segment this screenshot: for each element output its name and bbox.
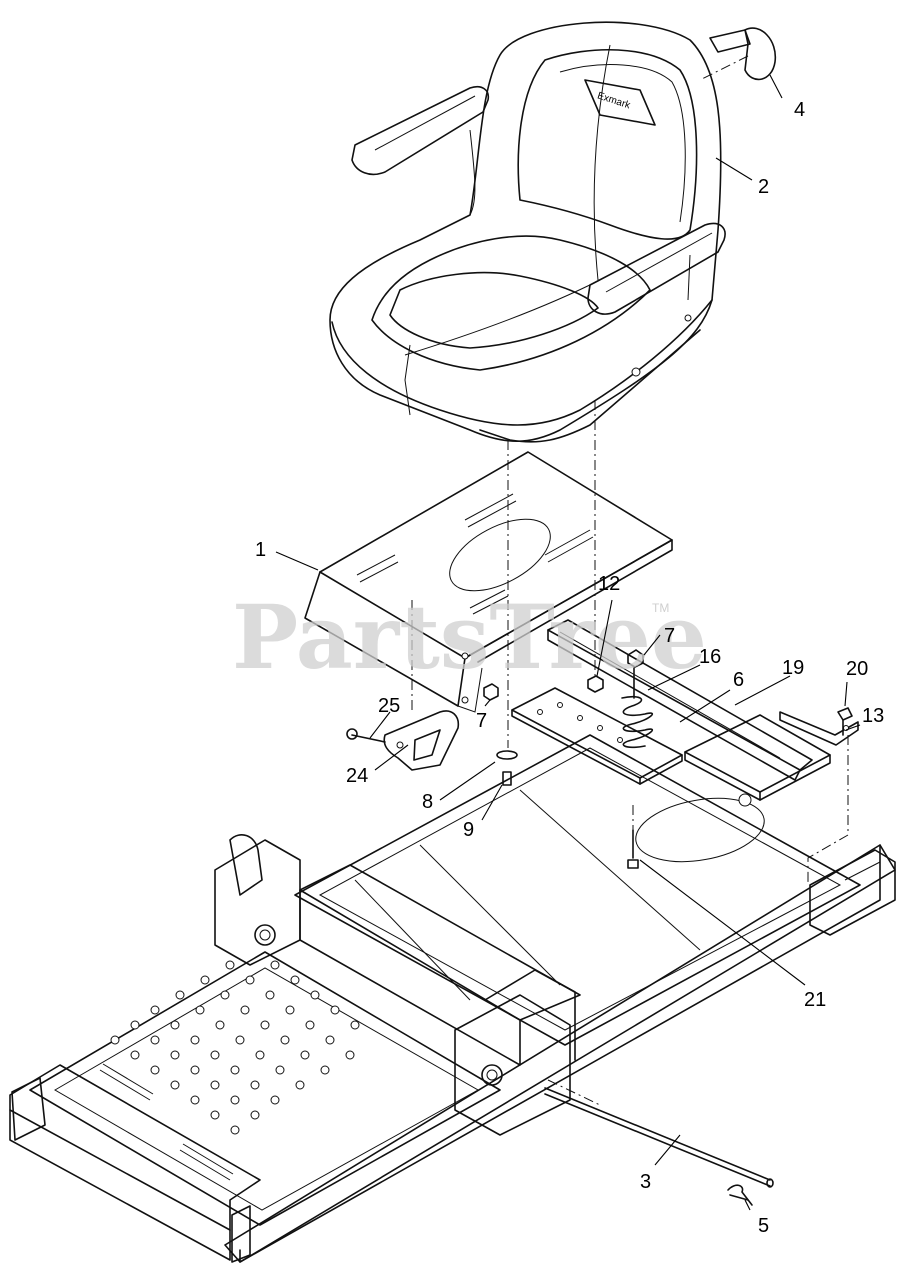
spring-mount-part-6 (511, 667, 683, 785)
bolt-part-20 (837, 707, 853, 736)
rail-part-19 (684, 714, 831, 801)
nut-part-7-left (483, 683, 499, 701)
assembly-center-lines (411, 400, 849, 1106)
bolt-part-9 (502, 771, 512, 786)
callout-2: 2 (758, 176, 769, 198)
callout-16: 16 (699, 646, 721, 668)
callout-24: 24 (346, 765, 368, 787)
callout-25: 25 (378, 695, 400, 717)
screw-part-25 (346, 728, 386, 743)
callout-4: 4 (794, 99, 805, 121)
rail-part-16 (547, 619, 813, 781)
bracket-part-24 (383, 710, 460, 771)
callout-21: 21 (804, 989, 826, 1011)
callout-labels: 1 2 3 4 5 6 7 7 8 9 12 13 16 19 20 21 24… (255, 99, 884, 1237)
nut-part-12 (587, 675, 604, 693)
rod-part-3 (544, 1087, 774, 1188)
foot-plate-holes (99, 960, 360, 1181)
watermark: PartsTree TM (232, 585, 707, 689)
callout-7-lower: 7 (476, 710, 487, 732)
washer-part-8 (496, 750, 518, 760)
callout-13: 13 (862, 705, 884, 727)
callout-6: 6 (733, 669, 744, 691)
callout-3: 3 (640, 1171, 651, 1193)
seat-part-2: Exmark (329, 21, 726, 443)
seat-pan-part-1 (304, 451, 673, 713)
callout-7-upper: 7 (664, 625, 675, 647)
watermark-trademark: TM (652, 601, 669, 615)
bolt-part-21 (627, 829, 639, 869)
id-tag-part-4 (699, 27, 777, 81)
callout-20: 20 (846, 658, 868, 680)
hair-pin-part-5 (727, 1184, 753, 1206)
callout-5: 5 (758, 1215, 769, 1237)
callout-1: 1 (255, 539, 266, 561)
seat-logo-text: Exmark (596, 90, 633, 111)
callout-12: 12 (598, 573, 620, 595)
callout-8: 8 (422, 791, 433, 813)
watermark-text: PartsTree (232, 585, 707, 689)
callout-9: 9 (463, 819, 474, 841)
bracket-part-13 (779, 711, 859, 746)
callout-19: 19 (782, 657, 804, 679)
callout-leaders (275, 74, 861, 1211)
frame-chassis (9, 734, 896, 1263)
